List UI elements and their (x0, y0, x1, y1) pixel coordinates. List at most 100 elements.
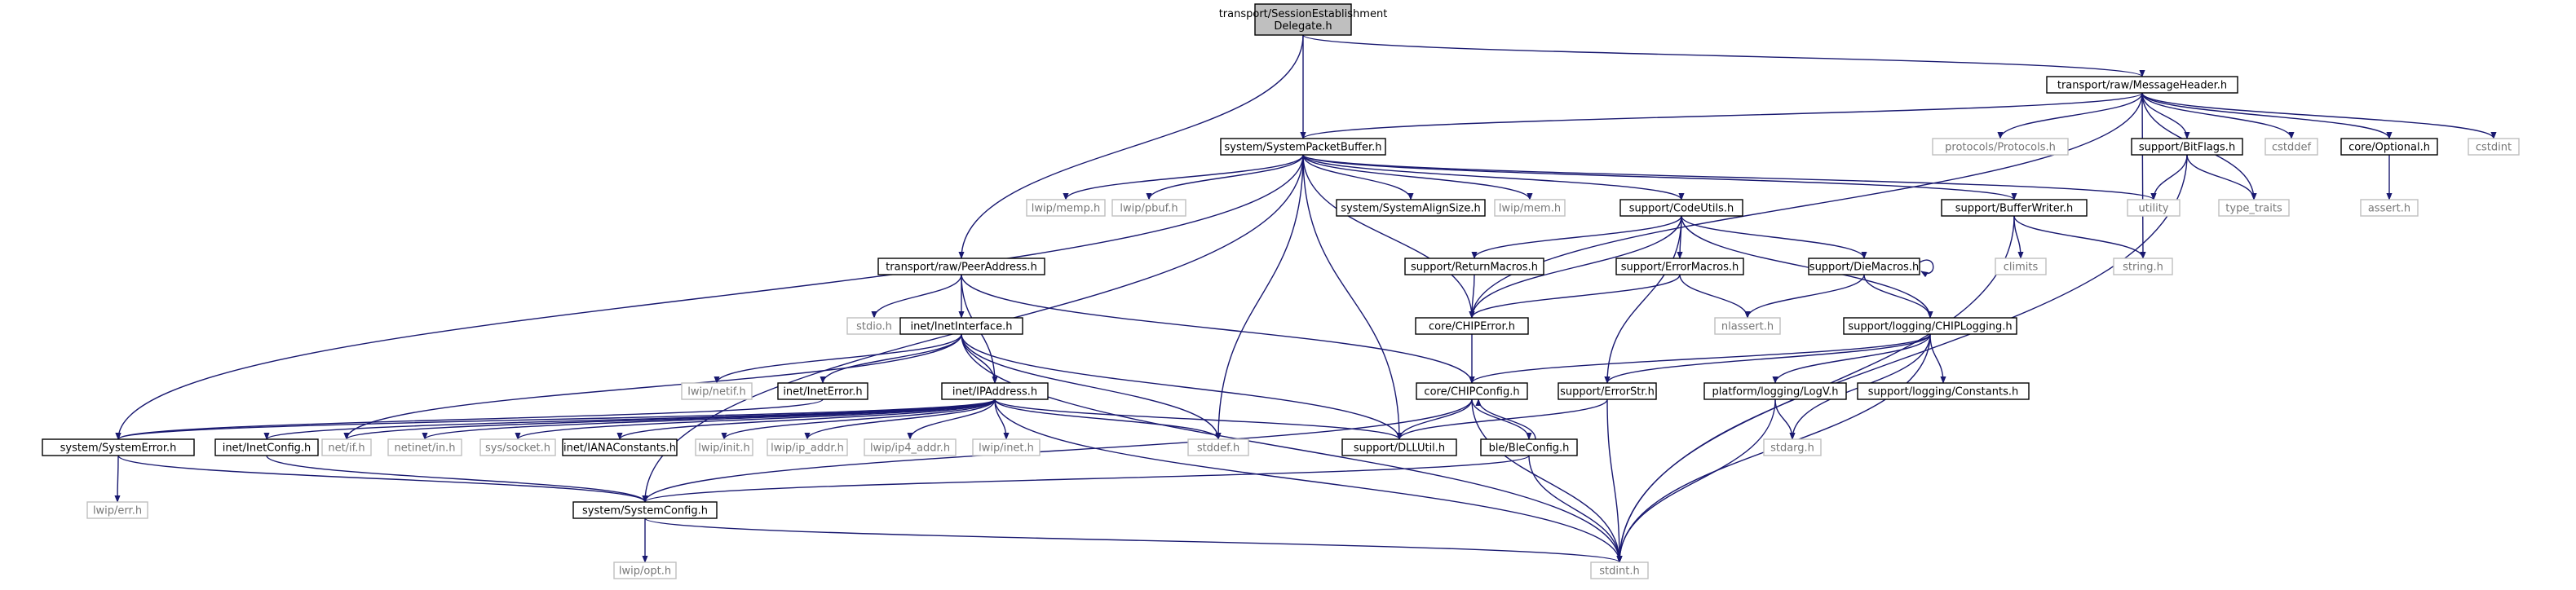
dependency-edge-chipconfig-to-stdinth (1471, 398, 1623, 563)
edge-line (1929, 333, 1946, 384)
edge-line (907, 398, 996, 440)
dependency-edge-spb-to-syserror (115, 154, 1304, 440)
dependency-edge-bitflags-to-typetraits (2186, 154, 2257, 200)
node-label: inet/InetConfig.h (223, 442, 312, 455)
dependency-edge-ipaddr-to-syserror (115, 398, 996, 440)
dependency-edge-spb-to-stddefh (1215, 154, 1304, 440)
dependency-edge-errmacros-to-chiperror (1469, 274, 1681, 319)
edge-line (343, 333, 962, 440)
node-label: support/ErrorMacros.h (1621, 262, 1739, 274)
node-box (1187, 438, 1249, 456)
node-bleconfig[interactable]: ble/BleConfig.h (1480, 438, 1578, 456)
dependency-edge-ipaddr-to-lwipip4 (907, 398, 996, 440)
node-sysalign[interactable]: system/SystemAlignSize.h (1336, 199, 1486, 217)
dependency-edge-mh-to-cstdint (2141, 92, 2497, 139)
node-label: system/SystemAlignSize.h (1341, 203, 1481, 215)
node-errmacros[interactable]: support/ErrorMacros.h (1615, 258, 1744, 275)
node-label: system/SystemPacketBuffer.h (1224, 142, 1381, 154)
node-diemacros[interactable]: support/DieMacros.h (1808, 258, 1920, 275)
node-spb[interactable]: system/SystemPacketBuffer.h (1220, 138, 1386, 156)
dependency-edge-mh-to-bitflags (2141, 92, 2190, 139)
node-label: inet/InetInterface.h (910, 321, 1012, 333)
node-logv[interactable]: platform/logging/LogV.h (1703, 382, 1847, 400)
node-label: core/Optional.h (2348, 142, 2430, 154)
node-box (877, 258, 1045, 275)
edge-line (1302, 154, 1533, 200)
node-box (1843, 317, 2017, 335)
edge-line (2141, 92, 2295, 139)
node-box (1111, 199, 1186, 217)
node-box (1416, 382, 1528, 400)
dependency-edge-inetif-to-netifh (343, 333, 962, 440)
node-iana[interactable]: inet/IANAConstants.h (562, 438, 678, 456)
edge-line (1774, 398, 1796, 440)
node-errstr[interactable]: support/ErrorStr.h (1558, 382, 1657, 400)
node-optional[interactable]: core/Optional.h (2340, 138, 2438, 156)
node-climits: climits (1995, 258, 2047, 275)
dependency-edge-diemacros-to-diemacros (1919, 259, 1934, 278)
node-box (2113, 258, 2173, 275)
edge-line (961, 333, 1623, 563)
node-label: stdarg.h (1770, 442, 1814, 455)
node-syssocket: sys/socket.h (479, 438, 556, 456)
edge-line (115, 154, 1304, 440)
edge-line (2141, 92, 2190, 139)
node-label: ble/BleConfig.h (1489, 442, 1570, 455)
node-sysconfig[interactable]: system/SystemConfig.h (572, 501, 718, 519)
node-inetconfig[interactable]: inet/InetConfig.h (214, 438, 319, 456)
edge-line (1772, 333, 1931, 384)
dependency-edge-bleconfig-to-chipconfig (1475, 398, 1536, 440)
node-chiplog[interactable]: support/logging/CHIPLogging.h (1843, 317, 2017, 335)
node-ineterror[interactable]: inet/InetError.h (777, 382, 868, 400)
node-cstddef: cstddef (2264, 138, 2318, 156)
dependency-edge-spb-to-dlutil (1302, 154, 1403, 440)
node-box (86, 501, 148, 519)
dependency-edge-inetif-to-ipaddr (961, 333, 998, 384)
dependency-edge-ipaddr-to-netinet (422, 398, 996, 440)
node-peer[interactable]: transport/raw/PeerAddress.h (877, 258, 1045, 275)
dependency-edge-peer-to-stdioh (871, 274, 962, 319)
node-label: lwip/ip4_addr.h (870, 442, 950, 455)
edge-line (114, 455, 121, 503)
node-stddefh: stddef.h (1187, 438, 1249, 456)
node-box (1480, 438, 1578, 456)
node-box (2046, 76, 2238, 94)
dependency-edge-spb-to-lwipmem (1302, 154, 1533, 200)
node-ipaddr[interactable]: inet/IPAddress.h (941, 382, 1049, 400)
dependency-edge-spb-to-chiperror (1302, 154, 1475, 319)
node-box (1714, 317, 1781, 335)
node-protocols: protocols/Protocols.h (1932, 138, 2069, 156)
node-logconst[interactable]: support/logging/Constants.h (1857, 382, 2030, 400)
dependency-edge-ipaddr-to-iana (616, 398, 996, 440)
node-codeutils[interactable]: support/CodeUtils.h (1619, 199, 1743, 217)
edge-layer (114, 34, 2497, 563)
edge-line (871, 274, 962, 319)
dependency-edge-ipaddr-to-lwipipaddr (804, 398, 996, 440)
dependency-edge-spb-to-bufwriter (1302, 154, 2017, 200)
node-mh[interactable]: transport/raw/MessageHeader.h (2046, 76, 2238, 94)
edge-line (1604, 333, 1931, 384)
node-bitflags[interactable]: support/BitFlags.h (2131, 138, 2243, 156)
node-lwipmemp: lwip/memp.h (1026, 199, 1106, 217)
node-bufwriter[interactable]: support/BufferWriter.h (1941, 199, 2088, 217)
node-label: stdio.h (856, 321, 892, 333)
edge-line (2141, 92, 2497, 139)
node-netifh: net/if.h (321, 438, 372, 456)
dependency-edge-inetif-to-lwipnetif (714, 333, 962, 384)
node-retmacros[interactable]: support/ReturnMacros.h (1404, 258, 1544, 275)
dependency-edge-inetif-to-dlutil (961, 333, 1403, 440)
node-label: support/logging/CHIPLogging.h (1848, 321, 2012, 333)
node-stdinth: stdint.h (1590, 561, 1649, 579)
node-label: net/if.h (328, 442, 365, 455)
node-chipconfig[interactable]: core/CHIPConfig.h (1416, 382, 1528, 400)
dependency-edge-inetif-to-stdinth (961, 333, 1623, 563)
node-label: nlassert.h (1721, 321, 1774, 333)
node-label: climits (2004, 262, 2039, 274)
node-inetif[interactable]: inet/InetInterface.h (899, 317, 1023, 335)
dependency-edge-bufwriter-to-stringh (2013, 215, 2146, 259)
node-chiperror[interactable]: core/CHIPError.h (1415, 317, 1529, 335)
node-syserror[interactable]: system/SystemError.h (42, 438, 195, 456)
node-label: core/CHIPError.h (1429, 321, 1515, 333)
node-dlutil[interactable]: support/DLLUtil.h (1341, 438, 1457, 456)
